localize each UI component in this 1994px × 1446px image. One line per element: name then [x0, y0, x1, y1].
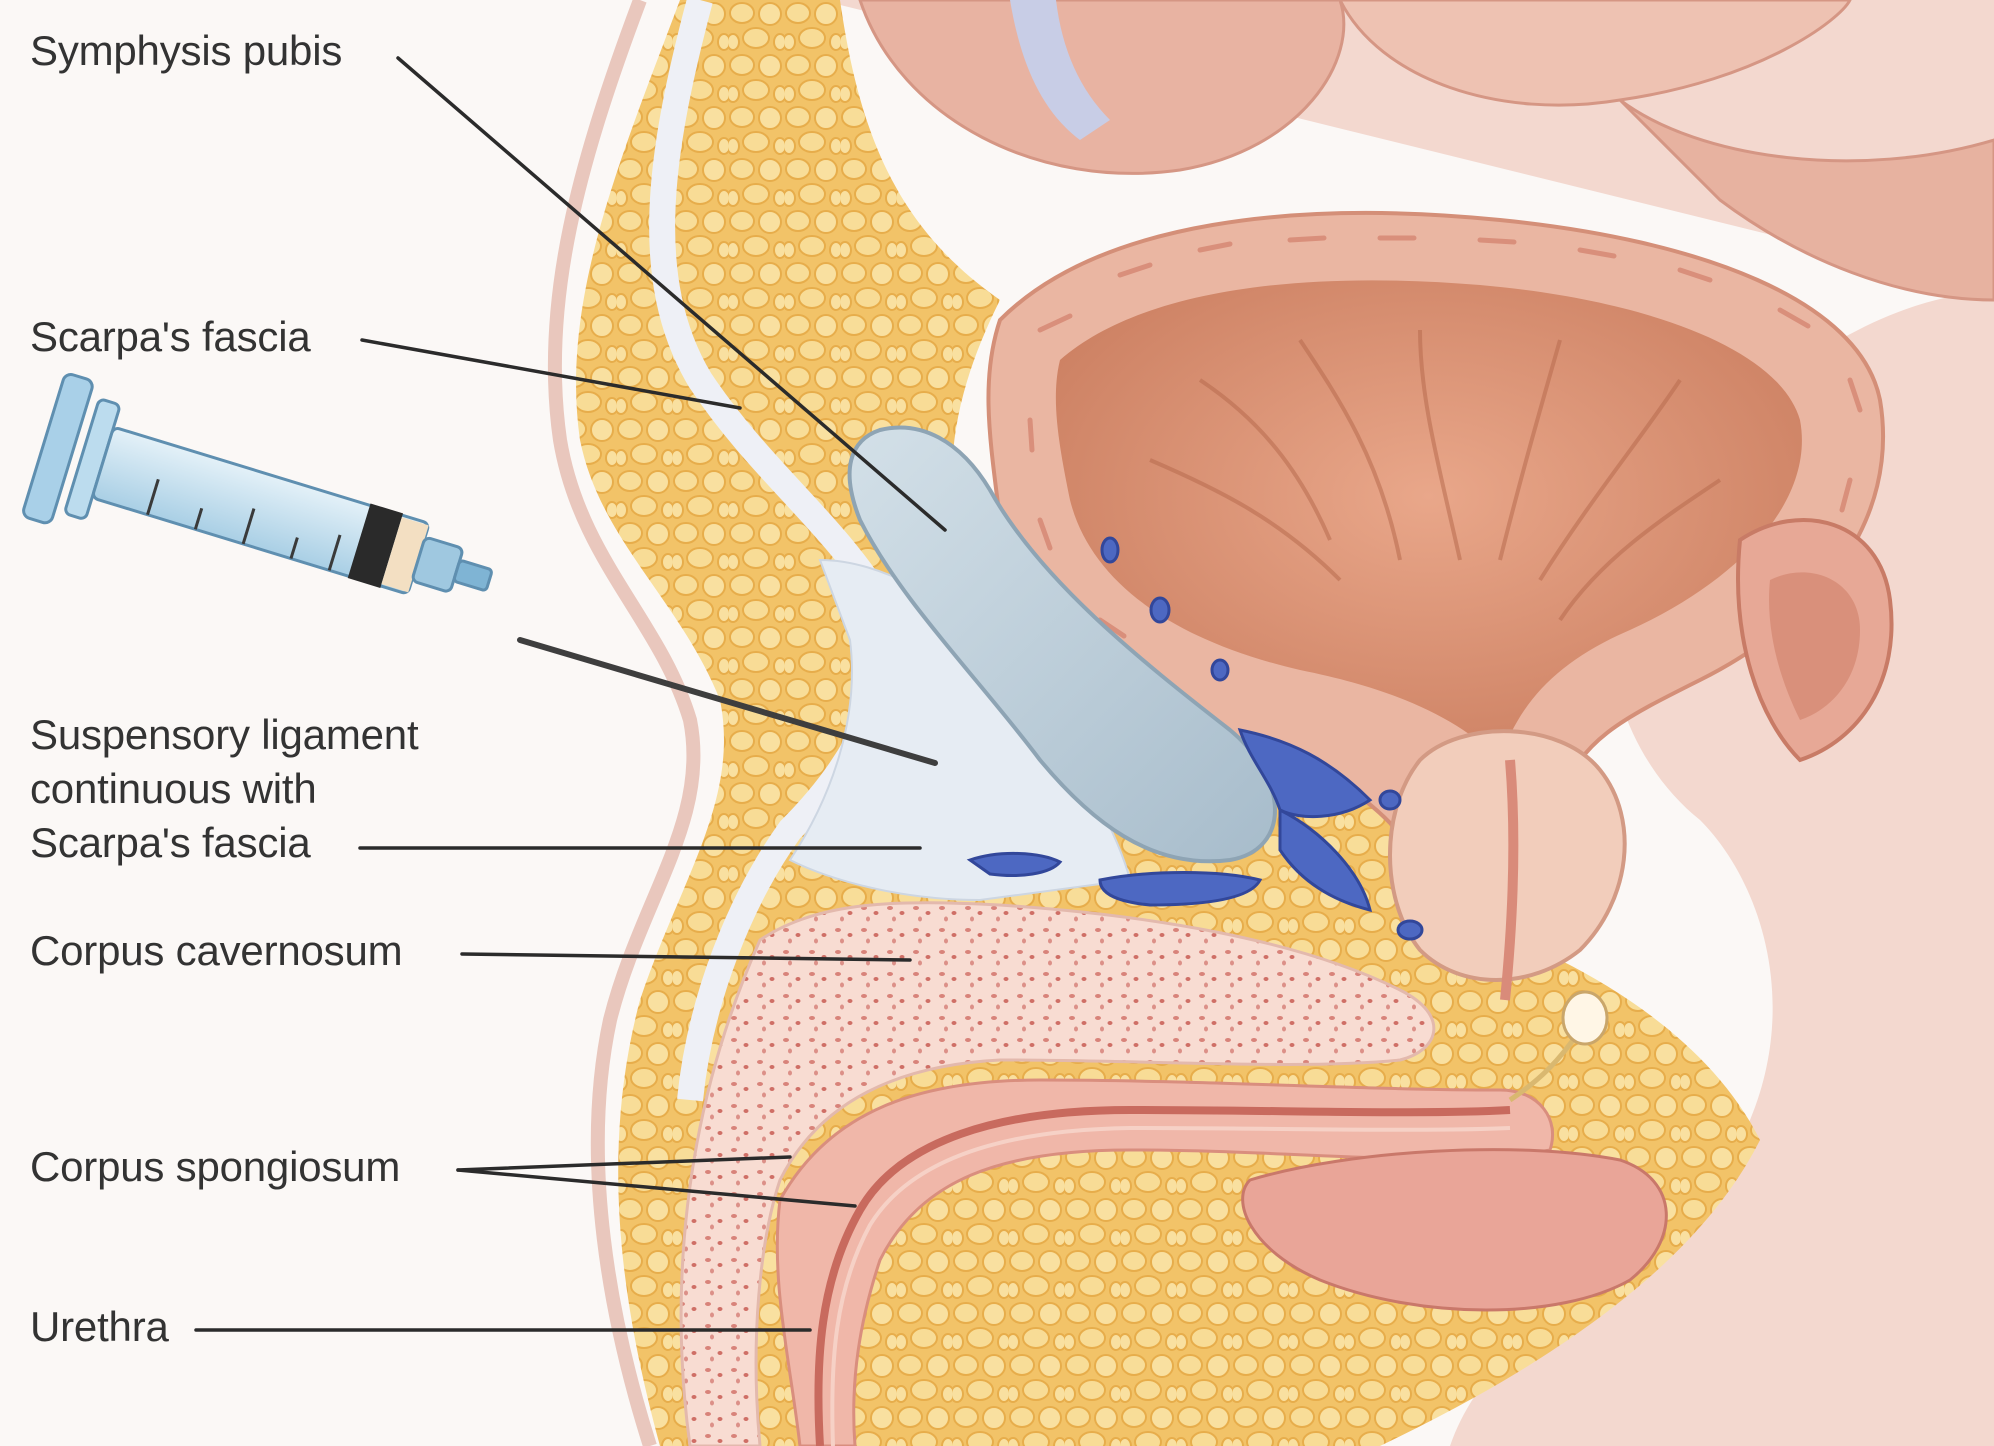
label-suspensory-line1: Suspensory ligament	[30, 708, 418, 762]
label-corpus-spongiosum: Corpus spongiosum	[30, 1140, 400, 1194]
label-suspensory-ligament: Suspensory ligament continuous with Scar…	[30, 708, 418, 870]
label-suspensory-line2: continuous with	[30, 762, 418, 816]
label-scarpas-fascia: Scarpa's fascia	[30, 310, 310, 364]
bulbourethral-gland	[1563, 992, 1607, 1044]
label-symphysis-pubis: Symphysis pubis	[30, 24, 342, 78]
label-suspensory-line3: Scarpa's fascia	[30, 816, 418, 870]
label-corpus-cavernosum: Corpus cavernosum	[30, 924, 402, 978]
intestine-loop-1	[860, 0, 1344, 173]
label-urethra: Urethra	[30, 1300, 169, 1354]
syringe-luer	[453, 560, 492, 591]
